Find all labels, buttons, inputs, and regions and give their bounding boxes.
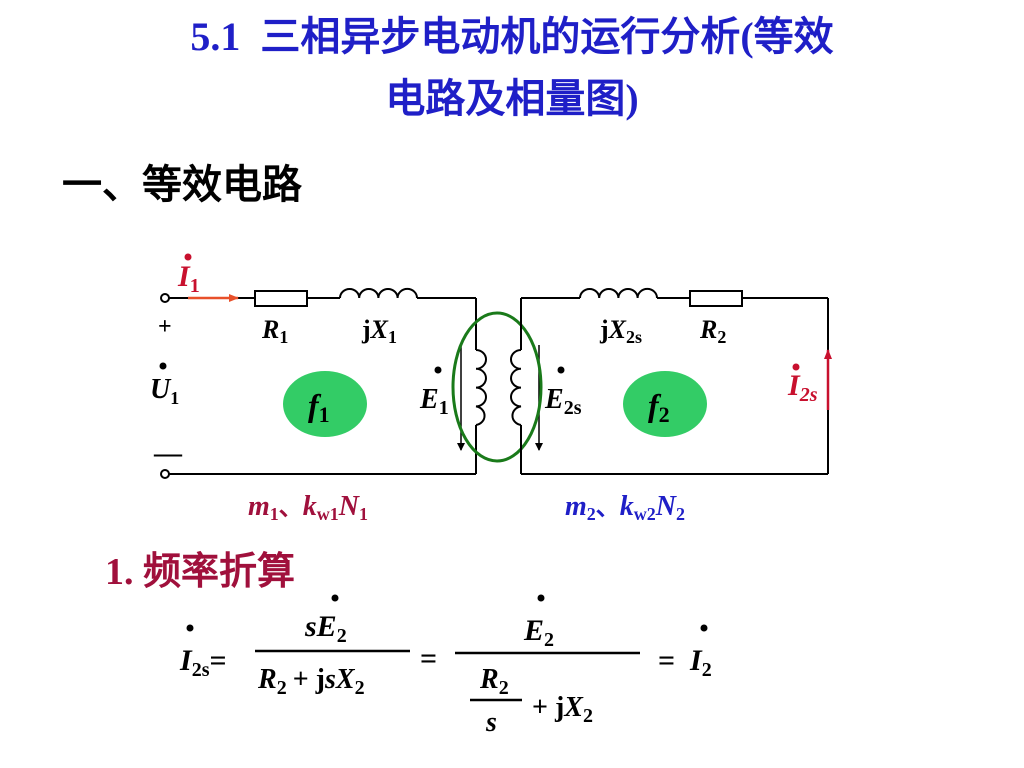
subsection-heading: 1. 频率折算 <box>105 540 295 595</box>
e1-phasor-dot <box>434 366 442 374</box>
terminal-bottom <box>160 469 170 479</box>
e2s-label: E2s <box>544 384 582 419</box>
frac2-phasor-dot <box>537 594 545 602</box>
e2s-phasor-dot <box>557 366 565 374</box>
frac2-plus-term: + jX2 <box>532 692 593 727</box>
formula-rhs: I2 <box>689 644 712 681</box>
e1-label: E1 <box>419 384 449 419</box>
i2s-phasor-dot <box>792 363 800 371</box>
formula-eq3: = <box>658 644 675 677</box>
i2s-label: I2s <box>787 369 818 406</box>
page-title-line1: 5.1 三相异步电动机的运行分析(等效 <box>0 8 1024 66</box>
i1-phasor-dot <box>184 253 192 261</box>
section-heading: 一、等效电路 <box>62 162 302 207</box>
lhs-phasor-dot <box>186 624 194 632</box>
f2-bubble <box>623 371 707 437</box>
resistor-r2 <box>689 290 743 307</box>
subsection-number: 1. <box>105 551 134 593</box>
inductor-x2s <box>579 287 658 299</box>
frequency-conversion-formula: I2s= sE2 R2+ jsX2 = E2 R2 s + jX2 = I2 <box>179 594 712 738</box>
u1-label: U1 <box>150 374 179 408</box>
title-text-1: 三相异步电动机的运行分析(等效 <box>260 14 834 59</box>
terminal-top <box>160 293 170 303</box>
frac2-numerator: E2 <box>523 614 554 651</box>
u1-phasor-dot <box>159 362 167 370</box>
f1-bubble <box>283 371 367 437</box>
subsection-text: 频率折算 <box>143 551 296 593</box>
title-number: 5.1 <box>190 14 241 59</box>
minus-sign: — <box>153 438 183 469</box>
left-winding-label: m1、kw1N1 <box>248 491 368 524</box>
frac1-numerator: sE2 <box>304 610 347 647</box>
page-title-line2: 电路及相量图) <box>0 70 1024 128</box>
frac1-phasor-dot <box>331 594 339 602</box>
resistor-r1 <box>254 290 308 307</box>
formula-lhs: I2s= <box>179 644 227 681</box>
r1-label: R1 <box>261 315 288 347</box>
winding-e2s <box>510 349 522 426</box>
inductor-x1 <box>339 287 418 299</box>
frac2-inner-numerator: R2 <box>479 664 509 699</box>
f2-label: f2 <box>648 387 670 427</box>
primary-circuit <box>168 297 477 475</box>
rhs-phasor-dot <box>700 624 708 632</box>
frac2-inner-denominator: s <box>485 707 497 738</box>
right-winding-label: m2、kw2N2 <box>565 491 685 524</box>
r2-label: R2 <box>699 315 726 347</box>
secondary-circuit <box>520 297 829 475</box>
x1-label: jX1 <box>361 315 397 347</box>
magnetic-core-ellipse <box>451 311 543 463</box>
formula-eq2: = <box>420 642 437 675</box>
i1-label: I1 <box>177 260 200 297</box>
winding-e1 <box>475 349 487 426</box>
x2s-label: jX2s <box>599 315 642 347</box>
frac1-denominator: R2+ jsX2 <box>257 664 365 699</box>
title-text-2: 电路及相量图) <box>385 76 639 121</box>
f1-label: f1 <box>308 387 330 427</box>
plus-sign: + <box>158 314 172 340</box>
